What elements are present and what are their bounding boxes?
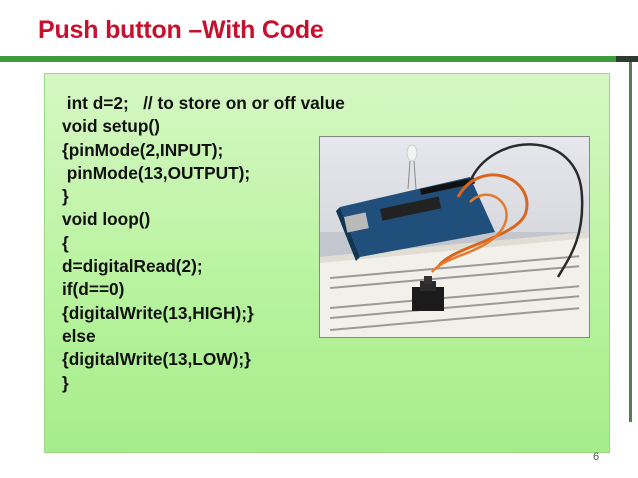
code-line: else [62,325,96,346]
code-line: } [62,372,69,393]
code-line: int d=2; // to store on or off value [62,93,345,113]
right-edge-strip [629,62,632,422]
code-line: { [62,232,69,253]
title-underline [0,56,616,62]
code-line: {pinMode(2,INPUT); [62,139,224,160]
code-listing: int d=2; // to store on or off value voi… [62,92,345,395]
code-line: pinMode(13,OUTPUT); [62,162,251,183]
title-underline-end [616,56,638,62]
code-line: void setup() [62,116,160,137]
code-line: d=digitalRead(2); [62,256,203,277]
code-line: if(d==0) [62,279,125,300]
slide-title: Push button –With Code [38,16,324,44]
code-line: } [62,186,69,207]
code-line: {digitalWrite(13,HIGH);} [62,302,254,323]
code-line: void loop() [62,209,151,230]
page-number: 6 [593,451,600,463]
code-line: {digitalWrite(13,LOW);} [62,349,251,370]
arduino-breadboard-photo [319,136,590,338]
